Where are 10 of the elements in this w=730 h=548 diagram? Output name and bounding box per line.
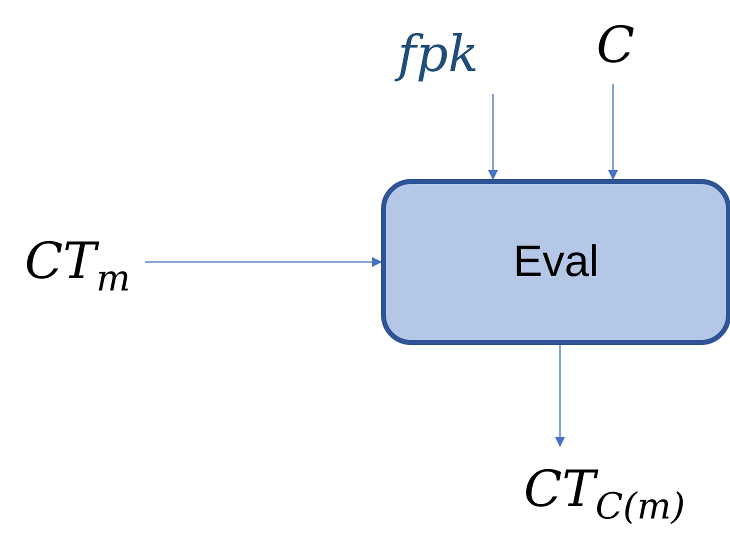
arrow: [555, 345, 565, 447]
variable-label: fpk: [378, 14, 498, 94]
arrow: [608, 84, 618, 180]
arrow: [488, 94, 498, 180]
arrow: [145, 257, 382, 267]
process-box: [381, 179, 730, 345]
variable-label: CT$_{C(m)}$: [492, 446, 717, 542]
variable-label: CT$_{m}$: [10, 228, 145, 304]
variable-label: C: [588, 6, 643, 84]
process-label: Eval: [513, 237, 599, 287]
